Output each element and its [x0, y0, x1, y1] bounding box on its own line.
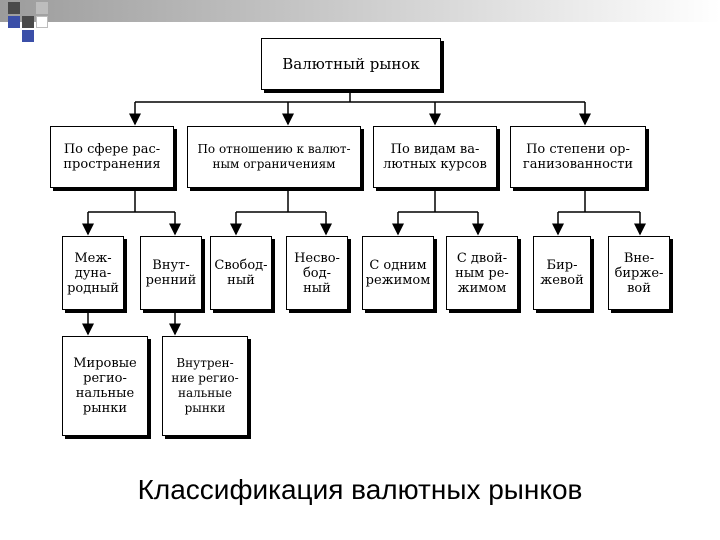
leaf-box-domestic: Внут- ренний: [140, 236, 202, 310]
leaf-label: Внут- ренний: [145, 258, 197, 288]
decor-square: [8, 2, 20, 14]
leaf-label: Вне- бирже- вой: [614, 250, 664, 296]
category-box-sphere: По сфере рас- пространения: [50, 126, 174, 188]
category-box-restrictions: По отношению к валют- ным ограничениям: [187, 126, 361, 188]
category-label: По отношению к валют- ным ограничениям: [197, 142, 351, 171]
header-gradient-bar: [0, 0, 720, 22]
leaf-label: Бир- жевой: [540, 258, 584, 288]
decor-square: [36, 2, 48, 14]
category-label: По сфере рас- пространения: [63, 142, 161, 172]
leaf-label: Свобод- ный: [214, 258, 268, 288]
decor-square: [36, 16, 48, 28]
category-box-rates: По видам ва- лютных курсов: [373, 126, 497, 188]
category-box-organization: По степени ор- ганизованности: [510, 126, 646, 188]
leaf-box-single-regime: С одним режимом: [362, 236, 434, 310]
leaf-box-off-exchange: Вне- бирже- вой: [608, 236, 670, 310]
leaf-box-free: Свобод- ный: [210, 236, 272, 310]
leaf-box-not-free: Несво- бод- ный: [286, 236, 348, 310]
leaf-box-dual-regime: С двой- ным ре- жимом: [446, 236, 518, 310]
leaf-label: С одним режимом: [365, 258, 431, 288]
leaf-label: Несво- бод- ный: [294, 250, 340, 296]
sub-box-world-regional: Мировые регио- нальные рынки: [62, 336, 148, 436]
root-box: Валютный рынок: [261, 38, 441, 90]
root-label: Валютный рынок: [282, 54, 420, 73]
slide-caption: Классификация валютных рынков: [137, 474, 583, 505]
leaf-box-exchange: Бир- жевой: [533, 236, 591, 310]
leaf-box-international: Меж- дуна- родный: [62, 236, 124, 310]
decor-square: [22, 30, 34, 42]
leaf-label: Меж- дуна- родный: [67, 250, 119, 296]
sub-label: Мировые регио- нальные рынки: [73, 356, 137, 416]
category-label: По видам ва- лютных курсов: [383, 142, 487, 172]
decor-square: [22, 16, 34, 28]
decor-square: [8, 16, 20, 28]
leaf-label: С двой- ным ре- жимом: [455, 250, 509, 296]
sub-label: Внутрен- ние регио- нальные рынки: [171, 356, 239, 415]
category-label: По степени ор- ганизованности: [522, 142, 634, 172]
sub-box-domestic-regional: Внутрен- ние регио- нальные рынки: [162, 336, 248, 436]
